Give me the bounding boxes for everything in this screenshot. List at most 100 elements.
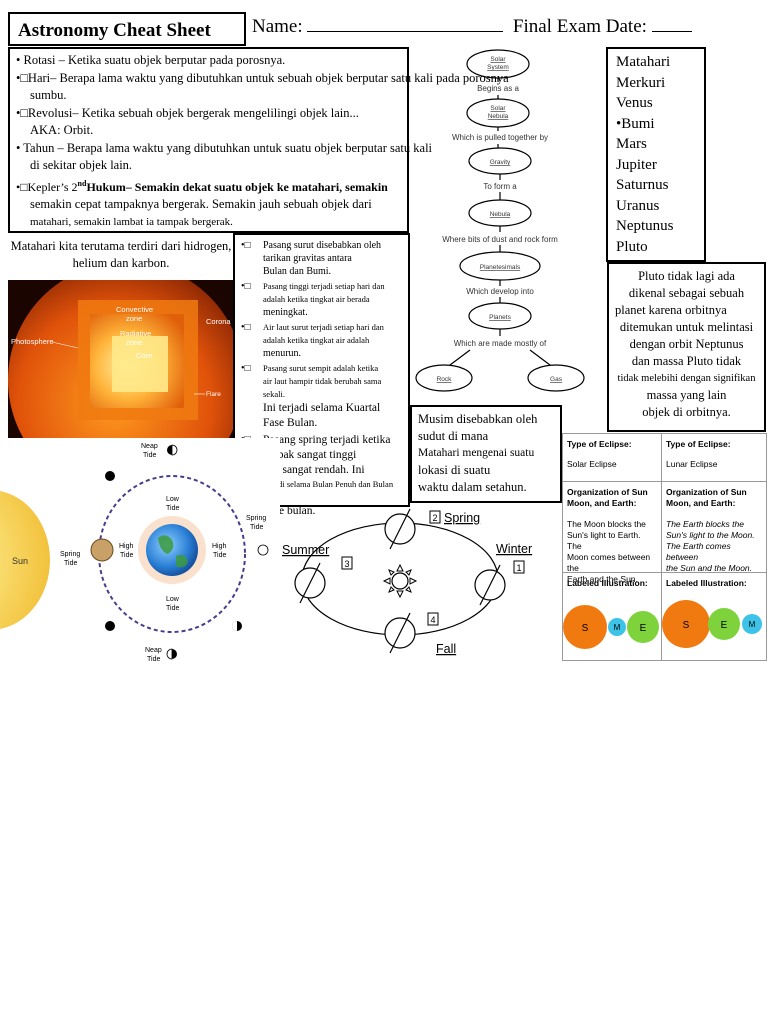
- sun-structure-illustration: Convective zone Radiative zone Core Phot…: [8, 280, 234, 438]
- lunar-illus-sun: [662, 600, 710, 648]
- label-convective-zone-2: zone: [126, 314, 142, 323]
- label-flare: Flare: [206, 391, 221, 398]
- neap-bottom-label: Neap: [145, 647, 162, 654]
- svg-text:Nebula: Nebula: [488, 113, 509, 120]
- flow-rock: Rock: [437, 376, 453, 383]
- season-label-spring: Spring: [444, 511, 480, 525]
- definitions-box: • Rotasi – Ketika suatu objek berputar p…: [8, 47, 509, 233]
- lunar-illus-earth: [708, 608, 740, 640]
- eclipse-org-label-solar: Organization of Sun Moon, and Earth:: [567, 487, 648, 508]
- flow-caption-6: Which are made mostly of: [454, 339, 547, 348]
- planet-list-item: Neptunus: [616, 218, 674, 234]
- flow-caption-2: Which is pulled together by: [452, 133, 548, 142]
- planet-list-item: Jupiter: [616, 156, 657, 173]
- planet-list-item: Mars: [616, 136, 647, 152]
- flow-caption-1: Begins as a: [477, 84, 519, 93]
- page-title: Astronomy Cheat Sheet: [8, 12, 246, 46]
- def-rotasi: • Rotasi – Ketika suatu objek berputar p…: [16, 53, 286, 67]
- def-revolusi: •□Revolusi– Ketika sebuah objek bergerak…: [16, 105, 359, 120]
- sun-icon: [382, 563, 418, 599]
- flow-caption-4: Where bits of dust and rock form: [442, 235, 558, 244]
- neap-top-label: Neap: [141, 443, 158, 450]
- def-hari-cont: sumbu.: [30, 88, 67, 102]
- tide-item-1: •□ Pasang surut disebabkan oleh tarikan …: [241, 239, 404, 278]
- flow-nebula: Nebula: [490, 211, 511, 218]
- eclipse-type-solar: Solar Eclipse: [567, 459, 617, 469]
- planet-list-item: Saturnus: [616, 177, 669, 193]
- tide-sun-label: Sun: [12, 556, 28, 566]
- eclipse-table: Type of Eclipse: Type of Eclipse: Solar …: [562, 433, 767, 661]
- svg-text:Tide: Tide: [166, 505, 179, 512]
- svg-text:S: S: [582, 623, 589, 634]
- label-radiative-zone-2: zone: [126, 338, 142, 347]
- seasons-box: Musim disebabkan oleh sudut di mana Mata…: [410, 405, 562, 503]
- svg-text:Tide: Tide: [147, 656, 160, 663]
- svg-text:M: M: [749, 620, 756, 629]
- svg-text:E: E: [640, 623, 647, 634]
- def-tahun-cont: di sekitar objek lain.: [30, 158, 133, 172]
- def-kepler-cont: semakin cepat tampaknya bergerak. Semaki…: [30, 197, 372, 211]
- moon-phase-upper-left: [105, 471, 115, 481]
- label-convective-zone: Convective: [116, 305, 153, 314]
- lunar-illus-moon: [742, 614, 762, 634]
- svg-text:System: System: [487, 64, 509, 71]
- seasons-diagram: 2 3 1 4 Spring Summer Winter Fall: [282, 508, 532, 656]
- tide-item-2: •□ Pasang tinggi terjadi setiap hari dan…: [241, 281, 385, 318]
- planet-list-item: •Bumi: [616, 115, 655, 132]
- moon-orbit: [98, 475, 246, 633]
- eclipse-type-label-lunar: Type of Eclipse:: [666, 439, 731, 449]
- flow-gas: Gas: [550, 376, 563, 383]
- svg-text:M: M: [614, 623, 621, 632]
- header-fields: Name: Final Exam Date:: [252, 16, 692, 38]
- svg-text:Tide: Tide: [143, 452, 156, 459]
- flow-solar-nebula: Solar: [490, 105, 506, 112]
- low-bottom-label: Low: [166, 596, 180, 603]
- svg-text:Tide: Tide: [213, 552, 226, 559]
- planet-list-box: Matahari Merkuri Venus •Bumi Mars Jupite…: [606, 47, 706, 262]
- tide-item-3: •□ Air laut surut terjadi setiap hari da…: [241, 322, 384, 359]
- moon-spring-left: [90, 538, 114, 562]
- solar-illus-sun: [563, 605, 607, 649]
- solar-eclipse-illustration: S M E: [563, 605, 659, 649]
- label-photosphere: Photosphere: [11, 337, 54, 346]
- solar-illus-earth: [627, 611, 659, 643]
- tide-diagram: Sun Neap Tide Neap Tide Low Tide Low Tid…: [0, 438, 280, 664]
- sun-core: [112, 336, 168, 392]
- planet-list-item: Pluto: [616, 238, 648, 255]
- flow-caption-5: Which develop into: [466, 287, 534, 296]
- eclipse-org-label-lunar: Organization of Sun Moon, and Earth:: [666, 487, 747, 508]
- label-box-3: [341, 556, 353, 570]
- eclipse-illus-label-solar: Labeled Illustration:: [567, 578, 648, 588]
- def-kepler-cont2: matahari, semakin lambat ia tampak berge…: [30, 215, 233, 228]
- eclipse-desc-solar: The Moon blocks the Sun's light to Earth…: [567, 519, 651, 584]
- eclipse-illus-label-lunar: Labeled Illustration:: [666, 578, 747, 588]
- svg-text:Tide: Tide: [166, 605, 179, 612]
- moon-phase-lower-left: [105, 621, 115, 631]
- eclipse-desc-lunar: The Earth blocks the Sun's light to the …: [666, 519, 755, 573]
- flow-solar-system: Solar: [490, 56, 506, 63]
- def-hari: •□Hari– Berapa lama waktu yang dibutuhka…: [16, 70, 509, 85]
- planet-list-item: Uranus: [616, 197, 660, 214]
- flow-gravity: Gravity: [490, 159, 511, 166]
- low-top-label: Low: [166, 496, 180, 503]
- date-blank[interactable]: [651, 17, 692, 32]
- earth: [146, 524, 198, 576]
- solar-illus-moon: [608, 618, 626, 636]
- def-kepler: •□Kepler’s 2ndHukum– Semakin dekat suatu…: [16, 178, 388, 194]
- def-tahun: • Tahun – Berapa lama waktu yang dibutuh…: [16, 140, 433, 155]
- svg-text:S: S: [683, 620, 690, 631]
- svg-text:E: E: [721, 620, 728, 631]
- season-label-summer: Summer: [282, 543, 329, 557]
- node-rock: [415, 364, 473, 392]
- season-number-3: 3: [344, 559, 349, 569]
- label-box-4: [427, 612, 439, 626]
- label-corona: Corona: [206, 317, 231, 326]
- solar-system-formation-flowchart: Solar System Solar Nebula Gravity Nebula…: [415, 49, 585, 392]
- label-radiative-zone: Radiative: [120, 329, 151, 338]
- label-core: Core: [136, 351, 152, 360]
- final-exam-date-label: Final Exam Date:: [512, 16, 647, 37]
- node-gas: [527, 364, 585, 392]
- tide-item-1-line2: tarikan gravitas antara: [263, 253, 352, 264]
- season-label-fall: Fall: [436, 642, 456, 656]
- name-blank[interactable]: [307, 17, 504, 32]
